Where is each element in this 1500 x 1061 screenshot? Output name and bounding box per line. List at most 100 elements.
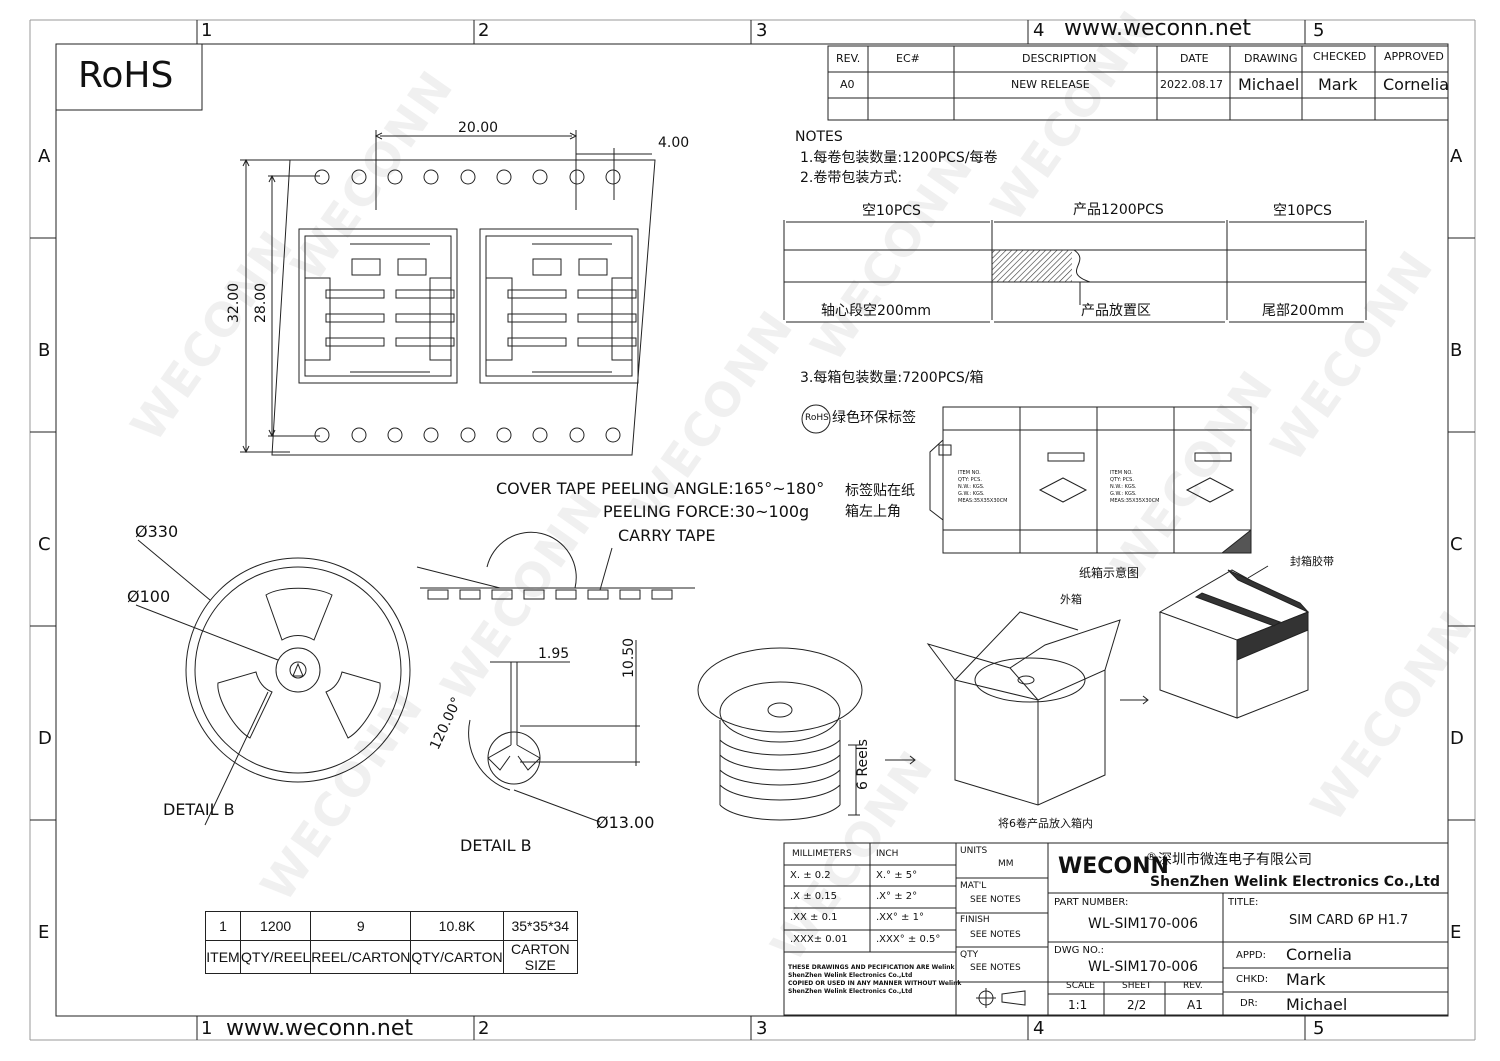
rev-header-description: DESCRIPTION [1022,52,1097,65]
packing-qty-reel-header: QTY/REEL [239,940,312,974]
disclaimer-line: ShenZhen Welink Electronics Co.,Ltd [788,972,913,979]
rohs-small-circle [801,404,831,434]
dr-label: DR: [1240,998,1258,1009]
part-number-label: PART NUMBER: [1054,897,1129,908]
outer-box-label: 外箱 [1060,593,1082,606]
closed-box [1158,565,1310,719]
carton-label-nw: N.W.: KGS. [958,484,985,490]
six-reels-label: 6 Reels [855,739,871,790]
rev-value-checked: Mark [1318,75,1358,94]
zone-row-d-right: D [1450,728,1464,749]
disclaimer-line: THESE DRAWINGS AND PECIFICATION ARE Weli… [788,964,955,971]
appd-label: APPD: [1236,950,1266,961]
title-value: SIM CARD 6P H1.7 [1289,913,1409,928]
seal-tape-label: 封箱胶带 [1290,555,1334,568]
units-label: UNITS [960,846,988,856]
note-1: 1.每卷包装数量:1200PCS/每卷 [800,150,998,166]
tol-header-mm: MILLIMETERS [792,849,852,859]
rev-value: A1 [1187,998,1203,1012]
zone-row-a-right: A [1450,146,1463,167]
rev-header-drawing: DRAWING [1244,52,1298,65]
company-name-en: ShenZhen Welink Electronics Co.,Ltd [1150,874,1440,890]
label-position-line1: 标签贴在纸 [845,483,915,499]
zone-col-4-bottom: 4 [1033,1018,1045,1039]
rev-header-approved: APPROVED [1384,50,1444,63]
rohs-small-label: RoHS [805,413,829,423]
carton-label-right: ITEM NO. QTY: PCS. N.W.: KGS. G.W.: KGS.… [1110,470,1160,505]
tol-inch-0: X.° ± 5° [876,870,918,881]
zone-ticks [196,20,1306,1040]
green-label-text: 绿色环保标签 [832,410,916,426]
packing-carton-size-value: 35*35*34 [502,911,579,941]
disclaimer-line: COPIED OR USED IN ANY MANNER WITHOUT Wel… [788,980,962,987]
leader-product-area: 产品放置区 [1081,303,1151,319]
chkd-value: Mark [1286,970,1326,989]
dwg-number-label: DWG NO.: [1054,945,1105,956]
disclaimer-line: ShenZhen Welink Electronics Co.,Ltd [788,988,913,995]
scale-value: 1:1 [1068,998,1088,1012]
rohs-box [55,43,203,111]
dwg-number-value: WL-SIM170-006 [1088,959,1199,975]
rev-value-rev: A0 [840,78,855,91]
rev-label: REV. [1183,981,1203,991]
sheet-value: 2/2 [1127,998,1147,1012]
zone-row-b-right: B [1450,340,1463,361]
carton-label-qty: QTY: PCS. [958,477,982,483]
company-name-cn: 深圳市微连电子有限公司 [1158,852,1312,868]
dim-width: 32.00 [226,282,242,323]
packing-qty-reel-value: 1200 [239,911,312,941]
tape-leader-diagram [783,220,1367,323]
dim-reel-330: Ø330 [135,522,179,541]
zone-col-4: 4 [1033,20,1045,41]
rev-header-date: DATE [1180,52,1209,65]
reel-front-view [135,539,411,826]
website-bottom[interactable]: www.weconn.net [226,1016,414,1041]
qty-value: SEE NOTES [970,963,1021,973]
units-value: MM [998,859,1014,869]
zone-col-3: 3 [756,20,768,41]
website-top[interactable]: www.weconn.net [1064,16,1252,41]
dim-1-95: 1.95 [538,646,570,662]
drawing-frame [55,43,1449,1017]
note-3: 3.每箱包装数量:7200PCS/箱 [800,370,984,386]
packing-reel-carton-value: 9 [310,911,412,941]
scale-label: SCALE [1066,981,1095,991]
rev-header-checked: CHECKED [1313,50,1367,63]
finish-label: FINISH [960,915,990,925]
registered-mark: ® [1146,850,1157,863]
carton-label-nw: N.W.: KGS. [1110,484,1137,490]
packing-carton-size-header: CARTON SIZE [502,940,579,974]
revision-table-grid [827,45,1449,121]
carton-label-meas: MEAS:35X35X30CM [958,498,1008,504]
zone-row-a: A [38,146,51,167]
packing-reel-carton-header: REEL/CARTON [310,940,412,974]
rev-header-ec: EC# [896,52,920,65]
tol-header-inch: INCH [876,849,899,859]
rev-value-date: 2022.08.17 [1160,78,1223,91]
dr-value: Michael [1286,995,1348,1014]
tol-mm-2: .XX ± 0.1 [790,912,838,923]
carton-label-meas: MEAS:35X35X30CM [1110,498,1160,504]
reel-stack [697,647,916,821]
zone-row-e-right: E [1450,922,1462,943]
company-logo: WECONN [1058,854,1169,879]
peeling-diagram [416,531,695,600]
outer-frame [29,19,1476,1041]
zone-row-d: D [38,728,52,749]
dim-reel-100: Ø100 [127,587,171,606]
tol-mm-0: X. ± 0.2 [790,870,831,881]
rohs-logo: RoHS [78,55,174,96]
open-box [926,611,1149,806]
sheet-label: SHEET [1122,981,1152,991]
matl-value: SEE NOTES [970,895,1021,905]
zone-row-e: E [38,922,50,943]
dim-13: Ø13.00 [596,813,655,832]
note-2: 2.卷带包装方式: [800,170,903,186]
carton-label-qty: QTY: PCS. [1110,477,1134,483]
tol-mm-3: .XXX± 0.01 [790,934,848,945]
carton-title: 纸箱示意图 [1079,566,1140,580]
chkd-label: CHKD: [1236,974,1269,985]
appd-value: Cornelia [1286,945,1352,964]
carton-label-gw: G.W.: KGS. [958,491,985,497]
